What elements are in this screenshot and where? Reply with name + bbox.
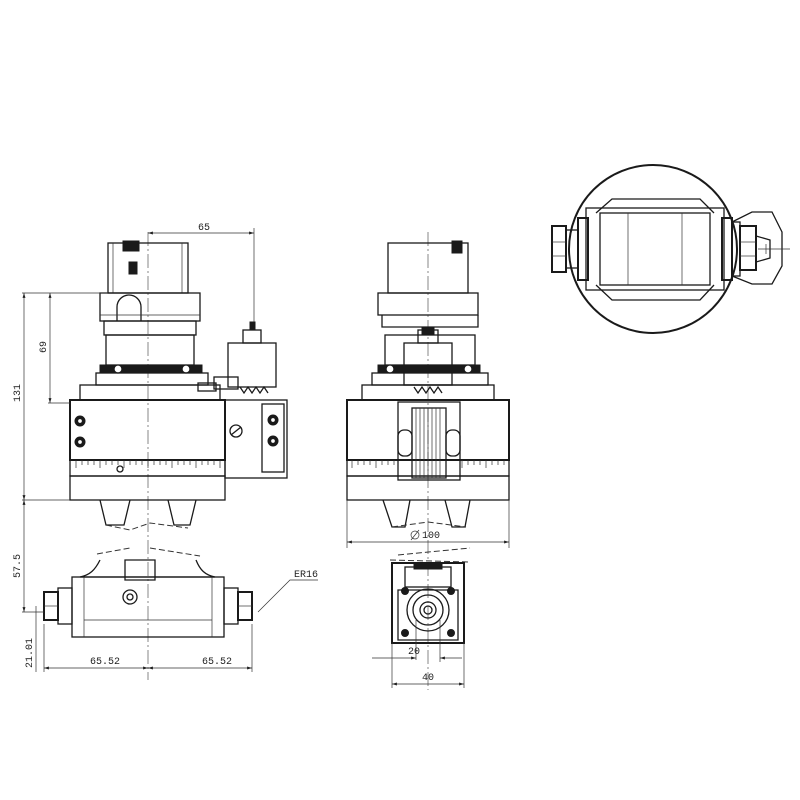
dim-20: 20 [408, 647, 420, 658]
side-scale-ticks [351, 460, 505, 468]
end-view: 20 40 [372, 547, 471, 688]
dim-40: 40 [422, 673, 434, 684]
dim-65-top: 65 [198, 223, 210, 234]
dim-21-01: 21.01 [25, 638, 36, 668]
dim-57-5: 57.5 [13, 554, 24, 578]
dim-69: 69 [39, 341, 50, 353]
front-dimensions: 65 131 69 57.5 21.01 65.52 65.52 ER16 [13, 223, 318, 672]
dim-er16: ER16 [294, 570, 318, 581]
dim-65-52-right: 65.52 [202, 657, 232, 668]
front-view [69, 232, 288, 680]
dim-100: 100 [422, 531, 440, 542]
top-view [551, 164, 790, 334]
dim-131: 131 [13, 384, 24, 402]
bottom-view [43, 547, 253, 638]
side-view: 100 [346, 232, 510, 690]
scale-ticks [75, 460, 221, 468]
dim-65-52-left: 65.52 [90, 657, 120, 668]
